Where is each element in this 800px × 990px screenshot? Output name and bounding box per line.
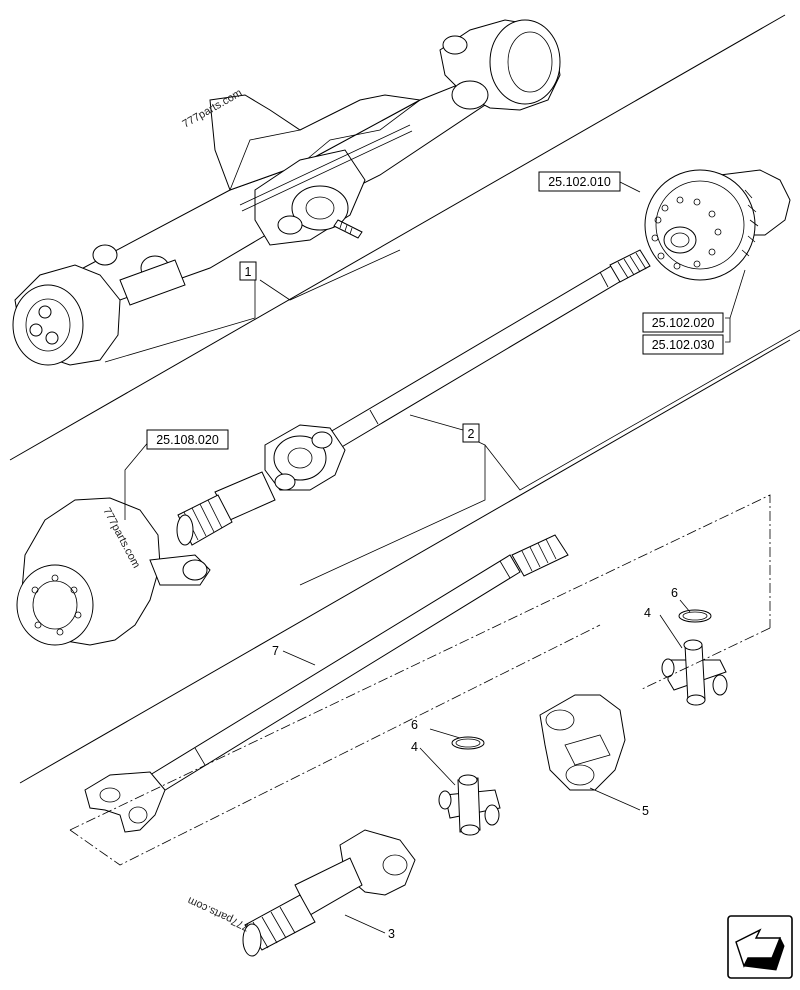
assembly-frame	[69, 494, 771, 866]
universal-joint-lower	[438, 736, 501, 836]
watermark-bottom: 777parts.com	[186, 894, 251, 933]
ref-box-25-108-020[interactable]: 25.108.020	[146, 429, 229, 450]
callout-1[interactable]: 1	[239, 261, 257, 281]
stub-shaft-3	[242, 829, 416, 957]
ref-label: 25.102.020	[652, 316, 715, 330]
ref-label: 25.102.010	[548, 175, 611, 189]
ref-box-25-102-020[interactable]: 25.102.020	[642, 312, 724, 333]
axle-shaft-7	[84, 534, 569, 833]
flange-bolt-holes	[651, 196, 722, 270]
callout-2[interactable]: 2	[462, 423, 480, 443]
section-divider-lines	[9, 14, 791, 784]
callout-6-lower[interactable]: 6	[411, 718, 418, 732]
callout-number: 1	[245, 265, 252, 279]
ref-label: 25.108.020	[156, 433, 219, 447]
callout-6-upper[interactable]: 6	[671, 586, 678, 600]
front-axle-assembly	[12, 19, 561, 366]
callout-5[interactable]: 5	[642, 804, 649, 818]
steering-knuckle	[16, 497, 211, 646]
axle-shaft-long	[176, 249, 651, 546]
ref-box-25-102-030[interactable]: 25.102.030	[642, 334, 724, 355]
ref-label: 25.102.030	[652, 338, 715, 352]
callout-3[interactable]: 3	[388, 927, 395, 941]
leader-lines	[104, 181, 800, 934]
callout-4-upper[interactable]: 4	[644, 606, 651, 620]
callout-4-lower[interactable]: 4	[411, 740, 418, 754]
next-page-arrow-icon[interactable]	[727, 915, 793, 979]
ref-box-25-102-010[interactable]: 25.102.010	[538, 171, 621, 192]
callout-number: 2	[468, 427, 475, 441]
callout-7[interactable]: 7	[272, 644, 279, 658]
differential-unit	[644, 169, 791, 281]
yoke-5	[539, 694, 626, 791]
universal-joint-upper	[661, 609, 728, 706]
